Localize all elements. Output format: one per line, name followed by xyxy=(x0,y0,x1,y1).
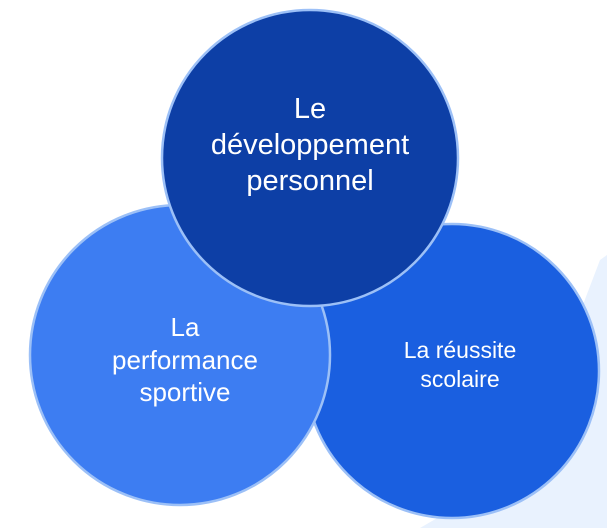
circle-top-label: Le développement personnel xyxy=(180,70,440,220)
circle-top-line-2: développement xyxy=(210,128,410,161)
circle-right-line-1: La réussite xyxy=(403,337,517,364)
circle-top-line-1: Le xyxy=(293,92,327,125)
circle-top-line-3: personnel xyxy=(246,165,374,198)
circle-right-line-2: scolaire xyxy=(420,366,500,392)
circle-left-line-3: sportive xyxy=(139,377,231,408)
circle-left-line-1: La xyxy=(170,312,200,343)
circle-left-label: La performance sportive xyxy=(60,295,310,425)
circle-top xyxy=(160,8,460,308)
circle-left-line-2: performance xyxy=(112,344,258,375)
circle-right-label: La réussite scolaire xyxy=(340,320,580,410)
